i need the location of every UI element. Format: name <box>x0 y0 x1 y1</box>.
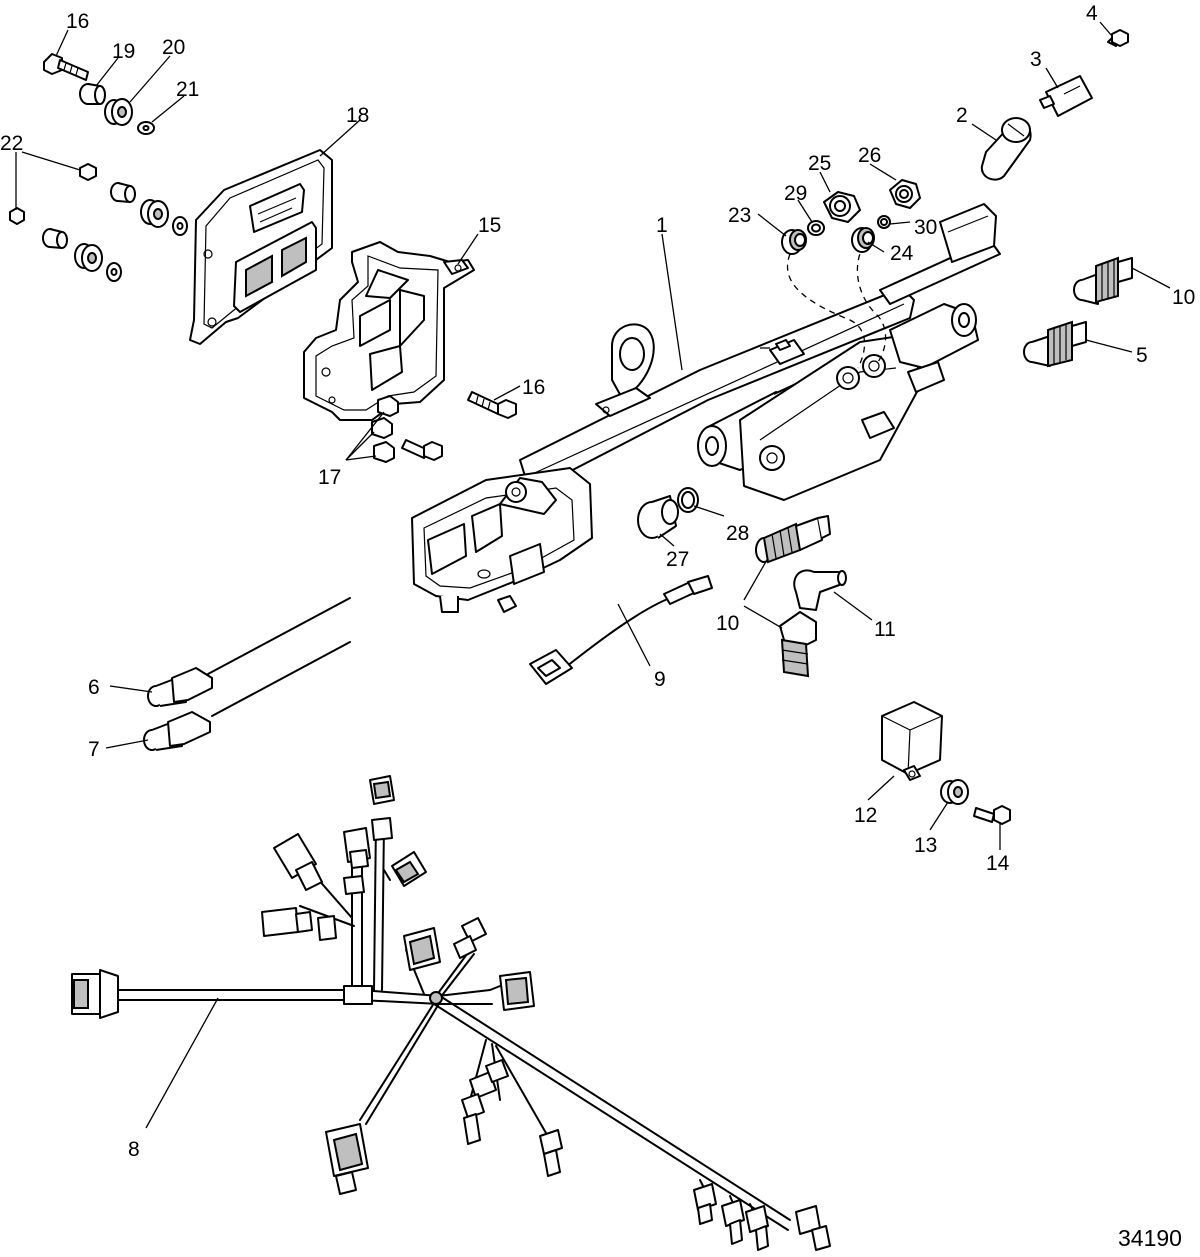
sensor-7 <box>143 641 351 751</box>
fitting-5 <box>1023 320 1087 368</box>
callout-22: 22 <box>0 132 23 155</box>
callout-13: 13 <box>914 834 937 857</box>
cap-26 <box>889 179 921 209</box>
hardware-top-left <box>9 53 188 282</box>
main-connector <box>71 969 119 1019</box>
bracket-15 <box>303 241 475 421</box>
oring-28 <box>677 487 699 513</box>
callout-25: 25 <box>808 152 831 175</box>
wiring-harness-8 <box>71 775 831 1251</box>
callout-30: 30 <box>914 216 937 239</box>
callout-28: 28 <box>726 522 749 545</box>
sensor-9 <box>529 575 713 685</box>
oring-30 <box>877 215 891 229</box>
pin-2 <box>980 117 1032 181</box>
grommet-low-row <box>74 243 103 272</box>
callout-16-mid: 16 <box>522 376 545 399</box>
fitting-10-right <box>1073 256 1133 305</box>
callout-23: 23 <box>728 204 751 227</box>
callout-26: 26 <box>858 144 881 167</box>
callout-15: 15 <box>478 214 501 237</box>
callout-9: 9 <box>654 668 666 691</box>
callout-2: 2 <box>956 104 968 127</box>
callout-12: 12 <box>854 804 877 827</box>
sensor-lower-b <box>485 1059 509 1083</box>
elbow-10-lower <box>779 611 817 678</box>
callout-3: 3 <box>1030 48 1042 71</box>
bracket-3 <box>1039 75 1093 117</box>
fitting-10-center <box>755 515 831 564</box>
callout-10-right: 10 <box>1172 286 1195 309</box>
callout-17: 17 <box>318 466 341 489</box>
junction-block <box>343 985 443 1005</box>
bolt-small-17 <box>401 439 443 461</box>
connector-top-b <box>343 827 371 869</box>
callout-1: 1 <box>656 214 668 237</box>
callout-21: 21 <box>176 78 199 101</box>
callout-11: 11 <box>874 618 896 641</box>
spacer-low-row <box>42 228 68 249</box>
connector-right <box>499 971 535 1011</box>
connector-center <box>403 927 441 971</box>
callout-6: 6 <box>88 676 100 699</box>
cap-25 <box>823 191 861 223</box>
callout-18: 18 <box>346 104 369 127</box>
oring-29 <box>807 220 825 236</box>
connector-lower-left <box>325 1123 369 1195</box>
callout-7: 7 <box>88 738 100 761</box>
bolt-16-mid <box>467 391 517 419</box>
callout-19: 19 <box>112 40 135 63</box>
nut-22-lower <box>9 207 25 225</box>
cap-27 <box>637 495 679 539</box>
grommet-mid-row <box>140 199 169 228</box>
callout-24: 24 <box>890 242 914 265</box>
connector-mid <box>343 851 427 895</box>
callout-4: 4 <box>1086 2 1098 25</box>
connector-left-b <box>261 907 337 941</box>
callout-16-top: 16 <box>66 10 89 33</box>
washer-21-top <box>137 121 155 135</box>
main-body-1 <box>411 203 1001 613</box>
callout-10-center: 10 <box>716 612 739 635</box>
figure-number: 34190 <box>1118 1225 1182 1251</box>
spacer-19 <box>79 83 106 105</box>
callout-5: 5 <box>1136 344 1148 367</box>
ecm-plate-18 <box>189 149 333 345</box>
fittings-23-30 <box>781 179 921 255</box>
washer-low-row <box>106 262 122 282</box>
connector-top-a <box>369 775 395 841</box>
callout-14: 14 <box>986 852 1010 875</box>
callout-labels: 1 2 3 4 5 6 7 8 9 10 10 11 12 13 14 15 1… <box>0 2 1195 1161</box>
callout-8: 8 <box>128 1138 140 1161</box>
callout-27: 27 <box>666 548 689 571</box>
connector-center-small <box>453 917 487 959</box>
sensor-6 <box>147 597 351 707</box>
screw-4 <box>1107 29 1129 47</box>
plug-24 <box>851 227 875 253</box>
grommet-13 <box>940 779 969 805</box>
leader-lines <box>15 21 1171 1129</box>
washer-mid-row <box>172 216 188 236</box>
spacer-mid-row <box>110 182 136 203</box>
grommet-20-top <box>104 98 133 126</box>
relay-12 <box>881 701 943 781</box>
callout-20: 20 <box>162 36 185 59</box>
sensor-lower-c <box>539 1129 563 1177</box>
clips-17 <box>371 395 399 463</box>
injector-connectors <box>693 1183 831 1251</box>
screw-14 <box>973 805 1011 825</box>
callout-29: 29 <box>784 182 807 205</box>
assembly-lines <box>786 243 887 369</box>
sensor-lower-a <box>461 1071 497 1145</box>
connector-left-a <box>273 833 323 891</box>
plug-23 <box>781 229 807 255</box>
bolt-16-top <box>43 53 89 81</box>
elbow-11 <box>793 569 847 611</box>
nut-22-upper <box>79 163 97 181</box>
